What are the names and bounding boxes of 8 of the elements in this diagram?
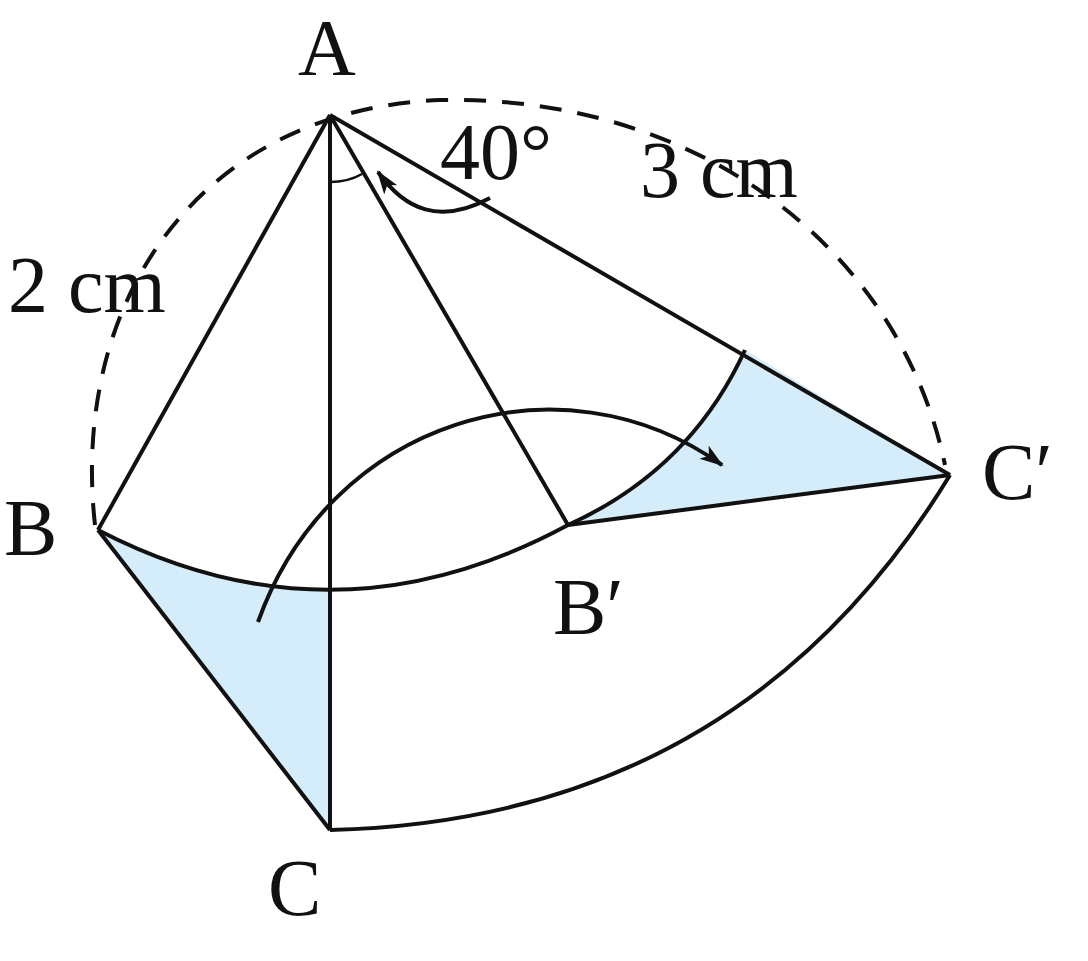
vertex-label: B′: [553, 567, 624, 647]
angle-label: 40°: [440, 112, 552, 192]
length-label: 3 cm: [640, 130, 798, 210]
vertex-label: B: [4, 488, 58, 568]
length-label: 2 cm: [8, 245, 166, 325]
vertex-label: C: [268, 848, 322, 928]
vertex-label: A: [298, 8, 356, 88]
vertex-label: C′: [982, 432, 1053, 512]
